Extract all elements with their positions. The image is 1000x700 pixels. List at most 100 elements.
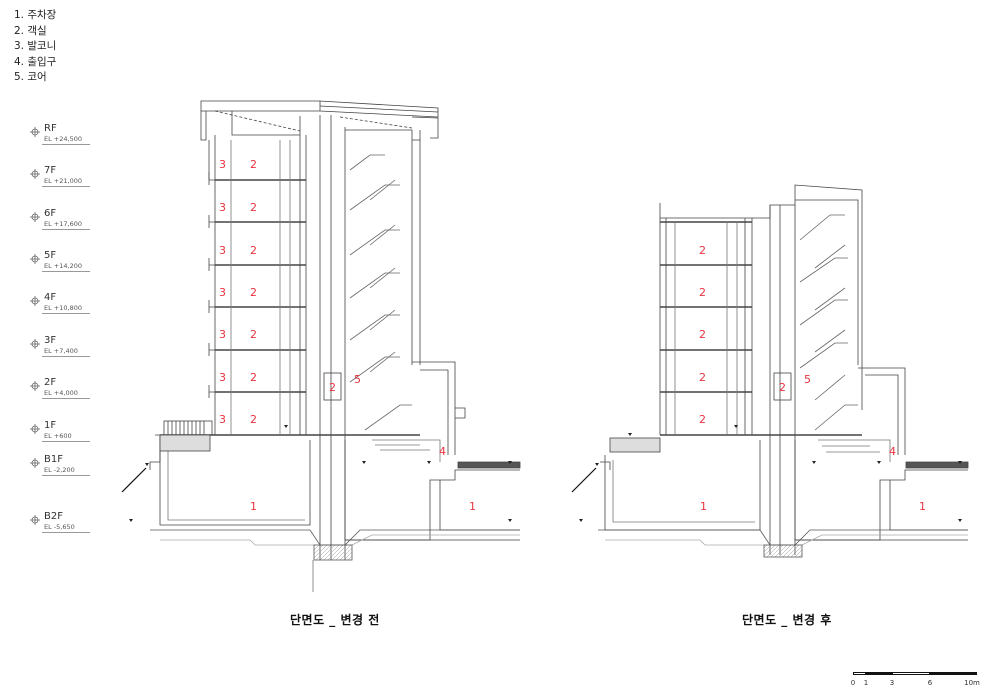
roof-slope-line: [339, 116, 413, 129]
elevator-core: [323, 372, 342, 401]
legend-item: 3. 발코니: [14, 40, 57, 52]
level-datum-icon: [30, 127, 40, 137]
room-labels-after: 2 2 2 2 2 2 5 4 1 1: [699, 244, 926, 513]
guest-room-label: 2: [250, 328, 257, 341]
level-name: 4F: [44, 292, 57, 303]
guest-room-label: 2: [250, 201, 257, 214]
level-elevation: EL +7,400: [44, 347, 78, 355]
roof-eave-right: [411, 116, 439, 139]
elevator-core: [773, 372, 792, 401]
scale-segment: [866, 672, 892, 675]
legend-item: 4. 출입구: [14, 55, 57, 68]
guest-room-label: 2: [699, 286, 706, 299]
level-datum-icon: [30, 515, 40, 525]
core-label: 5: [354, 373, 361, 386]
level-line: [42, 313, 90, 314]
entrance-stair: [372, 439, 441, 462]
scale-segment: [853, 672, 866, 675]
level-name: 7F: [44, 165, 57, 176]
level-line: [42, 229, 90, 230]
level-name: B1F: [44, 454, 63, 465]
tower-wall-right: [744, 218, 753, 435]
balcony-label: 3: [219, 158, 226, 171]
parking-label: 1: [919, 500, 926, 513]
roof-slope-line: [214, 110, 301, 132]
level-elevation: EL -5,650: [44, 523, 75, 531]
room-partitions: [230, 140, 291, 435]
annex-upper: [858, 367, 906, 455]
level-line: [42, 532, 90, 533]
scale-tick: 0: [850, 679, 856, 687]
level-datum-icon: [30, 339, 40, 349]
balcony-label: 3: [219, 413, 226, 426]
entrance-steps: [159, 420, 213, 452]
level-line: [42, 475, 90, 476]
scale-tick: 3: [889, 679, 895, 687]
level-datum-icon: [30, 212, 40, 222]
level-datum-icon: [30, 254, 40, 264]
scale-tick: 1: [863, 679, 869, 687]
legend-item: 5. 코어: [14, 71, 47, 83]
level-elevation: EL +10,800: [44, 304, 82, 312]
legend-item: 1. 주차장: [14, 9, 57, 21]
guest-room-label: 2: [699, 413, 706, 426]
balcony-railings: [208, 172, 215, 398]
level-elevation: EL +17,600: [44, 220, 82, 228]
stair-flights: [349, 154, 412, 431]
tower-wall-left: [659, 218, 667, 435]
tower-outline: [659, 184, 863, 410]
level-line: [42, 144, 90, 145]
level-name: RF: [44, 123, 57, 134]
entrance-stair: [818, 439, 891, 462]
legend: 1. 주차장 2. 객실 3. 발코니 4. 출입구 5. 코어: [14, 8, 56, 86]
level-name: 6F: [44, 208, 57, 219]
balcony-label: 3: [219, 328, 226, 341]
floor-slabs: [660, 221, 862, 436]
level-elevation: EL +24,500: [44, 135, 82, 143]
parking-label: 1: [250, 500, 257, 513]
roof-outline: [200, 100, 439, 118]
stair-wall: [345, 129, 421, 365]
basement-structure: [598, 440, 969, 558]
entrance-label: 4: [439, 445, 446, 458]
scale-bar: 0 1 3 6 10m: [850, 668, 980, 694]
basement-structure: [149, 434, 521, 561]
balcony-label: 3: [219, 371, 226, 384]
level-tags: [129, 425, 512, 522]
balcony-label: 3: [219, 201, 226, 214]
entrance-label: 4: [889, 445, 896, 458]
stair-flights: [799, 214, 858, 431]
guest-room-label: 2: [329, 381, 336, 394]
annex-upper: [412, 361, 466, 455]
core-label: 5: [804, 373, 811, 386]
core-shaft: [319, 115, 346, 560]
roof-parapet: [200, 111, 301, 141]
legend-item: 2. 객실: [14, 24, 47, 37]
section-before: [121, 100, 521, 592]
caption-after: 단면도 _ 변경 후: [742, 613, 832, 627]
guest-room-label: 2: [250, 413, 257, 426]
level-line: [42, 186, 90, 187]
level-datum-icon: [30, 296, 40, 306]
scale-segment: [892, 672, 930, 675]
scale-segment: [930, 672, 977, 675]
guest-room-label: 2: [779, 381, 786, 394]
parking-label: 1: [700, 500, 707, 513]
level-name: 1F: [44, 420, 57, 431]
guest-room-label: 2: [250, 286, 257, 299]
floor-slabs: [160, 179, 420, 436]
guest-room-label: 2: [250, 244, 257, 257]
level-elevation: EL +21,000: [44, 177, 82, 185]
section-after: [571, 184, 969, 558]
level-elevation: EL -2,200: [44, 466, 75, 474]
balcony-label: 3: [219, 286, 226, 299]
ground-leader-line: [571, 467, 597, 493]
guest-room-label: 2: [250, 158, 257, 171]
level-datum-icon: [30, 169, 40, 179]
caption-before: 단면도 _ 변경 전: [290, 613, 380, 627]
level-datum-icon: [30, 381, 40, 391]
level-elevation: EL +4,000: [44, 389, 78, 397]
parking-label: 1: [469, 500, 476, 513]
tower-wall-right: [299, 135, 307, 435]
